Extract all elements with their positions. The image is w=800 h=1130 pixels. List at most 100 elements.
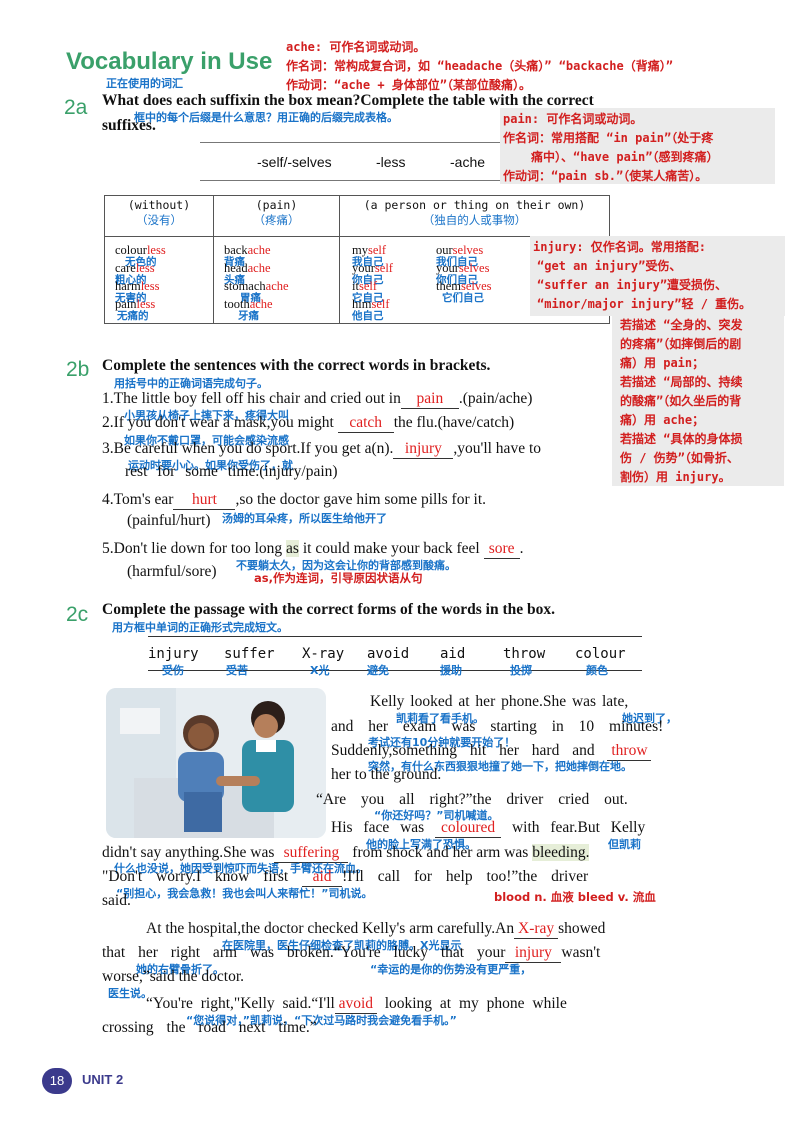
passage-cn: 她的右臂骨折了。 bbox=[136, 963, 224, 976]
answer-blank[interactable]: X-ray bbox=[514, 920, 559, 939]
word-box-item-cn: 避免 bbox=[367, 664, 389, 677]
answer-blank[interactable]: throw bbox=[607, 742, 652, 761]
answer-blank[interactable]: avoid bbox=[334, 995, 377, 1014]
answer-blank[interactable]: catch bbox=[337, 414, 394, 433]
word-box-item: throw bbox=[503, 646, 546, 662]
passage-line: crossing the road next time.” bbox=[102, 1019, 317, 1036]
passage-line: “Are you all right?”the driver cried out… bbox=[316, 791, 628, 808]
suffix-box-word: -ache bbox=[450, 154, 486, 170]
word-box-item: injury bbox=[148, 646, 199, 662]
passage-cn: 但凯莉 bbox=[608, 838, 641, 851]
suffix-box-word: -self/-selves bbox=[257, 154, 332, 170]
passage-cn: 她迟到了， bbox=[622, 712, 677, 725]
answer-blank[interactable]: injury bbox=[393, 440, 454, 459]
header-without: (without)（没有） bbox=[104, 195, 214, 237]
injury-note: injury: 仅作名词。常用搭配: “get an injury”受伤、 “s… bbox=[533, 240, 752, 311]
suffix-box-word: -less bbox=[376, 154, 406, 170]
answer-blank[interactable]: aid bbox=[302, 868, 343, 887]
word-box-item-cn: 投掷 bbox=[510, 664, 532, 677]
passage-line: Suddenly,something hit her hard and thro… bbox=[331, 742, 652, 761]
compare-note: 若描述 “全身的、突发 的疼痛”（如摔倒后的剧 痛）用 pain； 若描述 “局… bbox=[620, 318, 743, 484]
sentence-3: 3.Be careful when you do sport.If you ge… bbox=[102, 440, 542, 459]
sentence-3-cont: rest for some time.(injury/pain) bbox=[125, 463, 338, 480]
passage-line: said. bbox=[102, 892, 131, 909]
passage-cn: 什么也没说，她因受到惊吓而失语，手臂还在流血。 bbox=[114, 862, 367, 875]
pain-note: pain: 可作名词或动词。 作名词：常用搭配 “in pain”（处于疼 痛中… bbox=[503, 112, 719, 183]
passage-line: that her right arm was broken.“You're lu… bbox=[102, 944, 601, 963]
passage-cn: 考试还有10分钟就要开始了！ bbox=[368, 736, 516, 749]
answer-blank[interactable]: injury bbox=[505, 944, 562, 963]
section-2c-instruction: Complete the passage with the correct fo… bbox=[102, 601, 556, 618]
ache-note: ache: 可作名词或动词。 作名词：常构成复合词，如 “headache（头痛… bbox=[286, 40, 673, 92]
answer-blank[interactable]: sore bbox=[483, 540, 520, 559]
word-box-item-cn: 颜色 bbox=[586, 664, 608, 677]
page-title: Vocabulary in Use bbox=[66, 48, 273, 75]
word-box-item-cn: 受苦 bbox=[226, 664, 248, 677]
section-2b-instruction-cn: 用括号中的正确词语完成句子。 bbox=[114, 377, 268, 390]
passage-line: and her exam was starting in 10 minutes! bbox=[331, 718, 664, 735]
word-box-item: avoid bbox=[367, 646, 410, 662]
sentence-5-cont: (harmful/sore) bbox=[127, 563, 217, 580]
answer-blank[interactable]: coloured bbox=[435, 819, 502, 838]
passage-cn: “您说得对，”凯莉说，“下次过马路时我会避免看手机。” bbox=[186, 1014, 457, 1027]
passage-line: His face was coloured with fear.But Kell… bbox=[331, 819, 646, 838]
word-box-item-cn: X光 bbox=[310, 664, 330, 677]
passage-cn: “幸运的是你的伤势没有更严重， bbox=[370, 963, 532, 976]
answer-blank[interactable]: hurt bbox=[173, 491, 236, 510]
suffix-box-top-rule bbox=[200, 142, 500, 143]
unit-label: UNIT 2 bbox=[82, 1072, 124, 1087]
as-note: as,作为连词，引导原因状语从句 bbox=[254, 571, 423, 585]
passage-cn: “别担心，我会急救！我也会叫人来帮忙！”司机说。 bbox=[116, 887, 373, 900]
sentence-5-cn: 不要躺太久，因为这会让你的背部感到酸痛。 bbox=[236, 559, 456, 572]
sentence-4-cn: 汤姆的耳朵疼，所以医生给他开了 bbox=[222, 512, 387, 525]
passage-cn: 在医院里，医生仔细检查了凯莉的胳膊。X光显示 bbox=[222, 939, 462, 952]
word-box-bottom-rule bbox=[148, 670, 642, 671]
passage-line: "Don't worry.I know first aid!I'll call … bbox=[102, 868, 589, 887]
section-2b-number: 2b bbox=[66, 358, 90, 381]
bleed-note: blood n. 血液 bleed v. 流血 bbox=[494, 890, 656, 904]
section-2a-instruction: What does each suffixin the box mean?Com… bbox=[102, 92, 594, 109]
answer-blank[interactable]: suffering bbox=[274, 844, 349, 863]
section-2a-instruction-2: suffixes. bbox=[102, 117, 156, 134]
section-2b-instruction: Complete the sentences with the correct … bbox=[102, 357, 491, 374]
sentence-2-cn: 如果你不戴口罩，可能会感染流感 bbox=[124, 434, 289, 447]
word-box-top-rule bbox=[148, 636, 642, 637]
suffix-box-bottom-rule bbox=[200, 180, 500, 181]
sentence-4-cont: (painful/hurt) bbox=[127, 512, 211, 529]
page-title-cn: 正在使用的词汇 bbox=[106, 77, 183, 90]
passage-line: her to the ground. bbox=[331, 766, 442, 783]
section-2c-number: 2c bbox=[66, 603, 89, 626]
sentence-1-cn: 小男孩从椅子上摔下来，疼得大叫 bbox=[124, 409, 289, 422]
sentence-5: 5.Don't lie down for too long as it coul… bbox=[102, 540, 524, 559]
sentence-2: 2.If you don't wear a mask,you might cat… bbox=[102, 414, 515, 433]
word-box-item: suffer bbox=[224, 646, 275, 662]
injury-note-box bbox=[530, 236, 785, 316]
passage-cn: 医生说。 bbox=[108, 987, 152, 1000]
passage-line: worse,”said the doctor. bbox=[102, 968, 245, 985]
compare-note-box bbox=[612, 314, 784, 486]
pain-note-box bbox=[500, 108, 775, 184]
passage-cn: 凯莉看了看手机。 bbox=[396, 712, 484, 725]
answer-blank[interactable]: pain bbox=[400, 390, 459, 409]
section-2a-instruction-cn: 框中的每个后缀是什么意思？用正确的后缀完成表格。 bbox=[134, 111, 398, 124]
word-box-item: aid bbox=[440, 646, 466, 662]
section-2a-number: 2a bbox=[64, 96, 88, 119]
passage-line: At the hospital,the doctor checked Kelly… bbox=[146, 920, 606, 939]
section-2c-instruction-cn: 用方框中单词的正确形式完成短文。 bbox=[112, 621, 288, 634]
